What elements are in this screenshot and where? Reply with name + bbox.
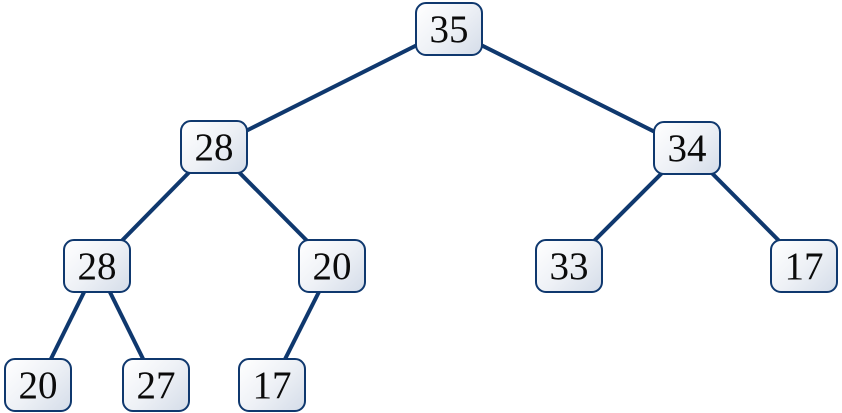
tree-node: 35 (415, 2, 483, 56)
tree-node: 34 (653, 121, 721, 175)
tree-node: 33 (535, 239, 603, 293)
tree-node: 17 (238, 358, 306, 412)
tree-node: 20 (4, 358, 72, 412)
tree-node: 27 (122, 358, 190, 412)
tree-node: 17 (770, 239, 838, 293)
tree-node: 28 (180, 120, 248, 174)
tree-node: 20 (298, 239, 366, 293)
tree-edge (213, 27, 450, 149)
tree-edge (448, 27, 688, 150)
tree-node: 28 (63, 239, 131, 293)
